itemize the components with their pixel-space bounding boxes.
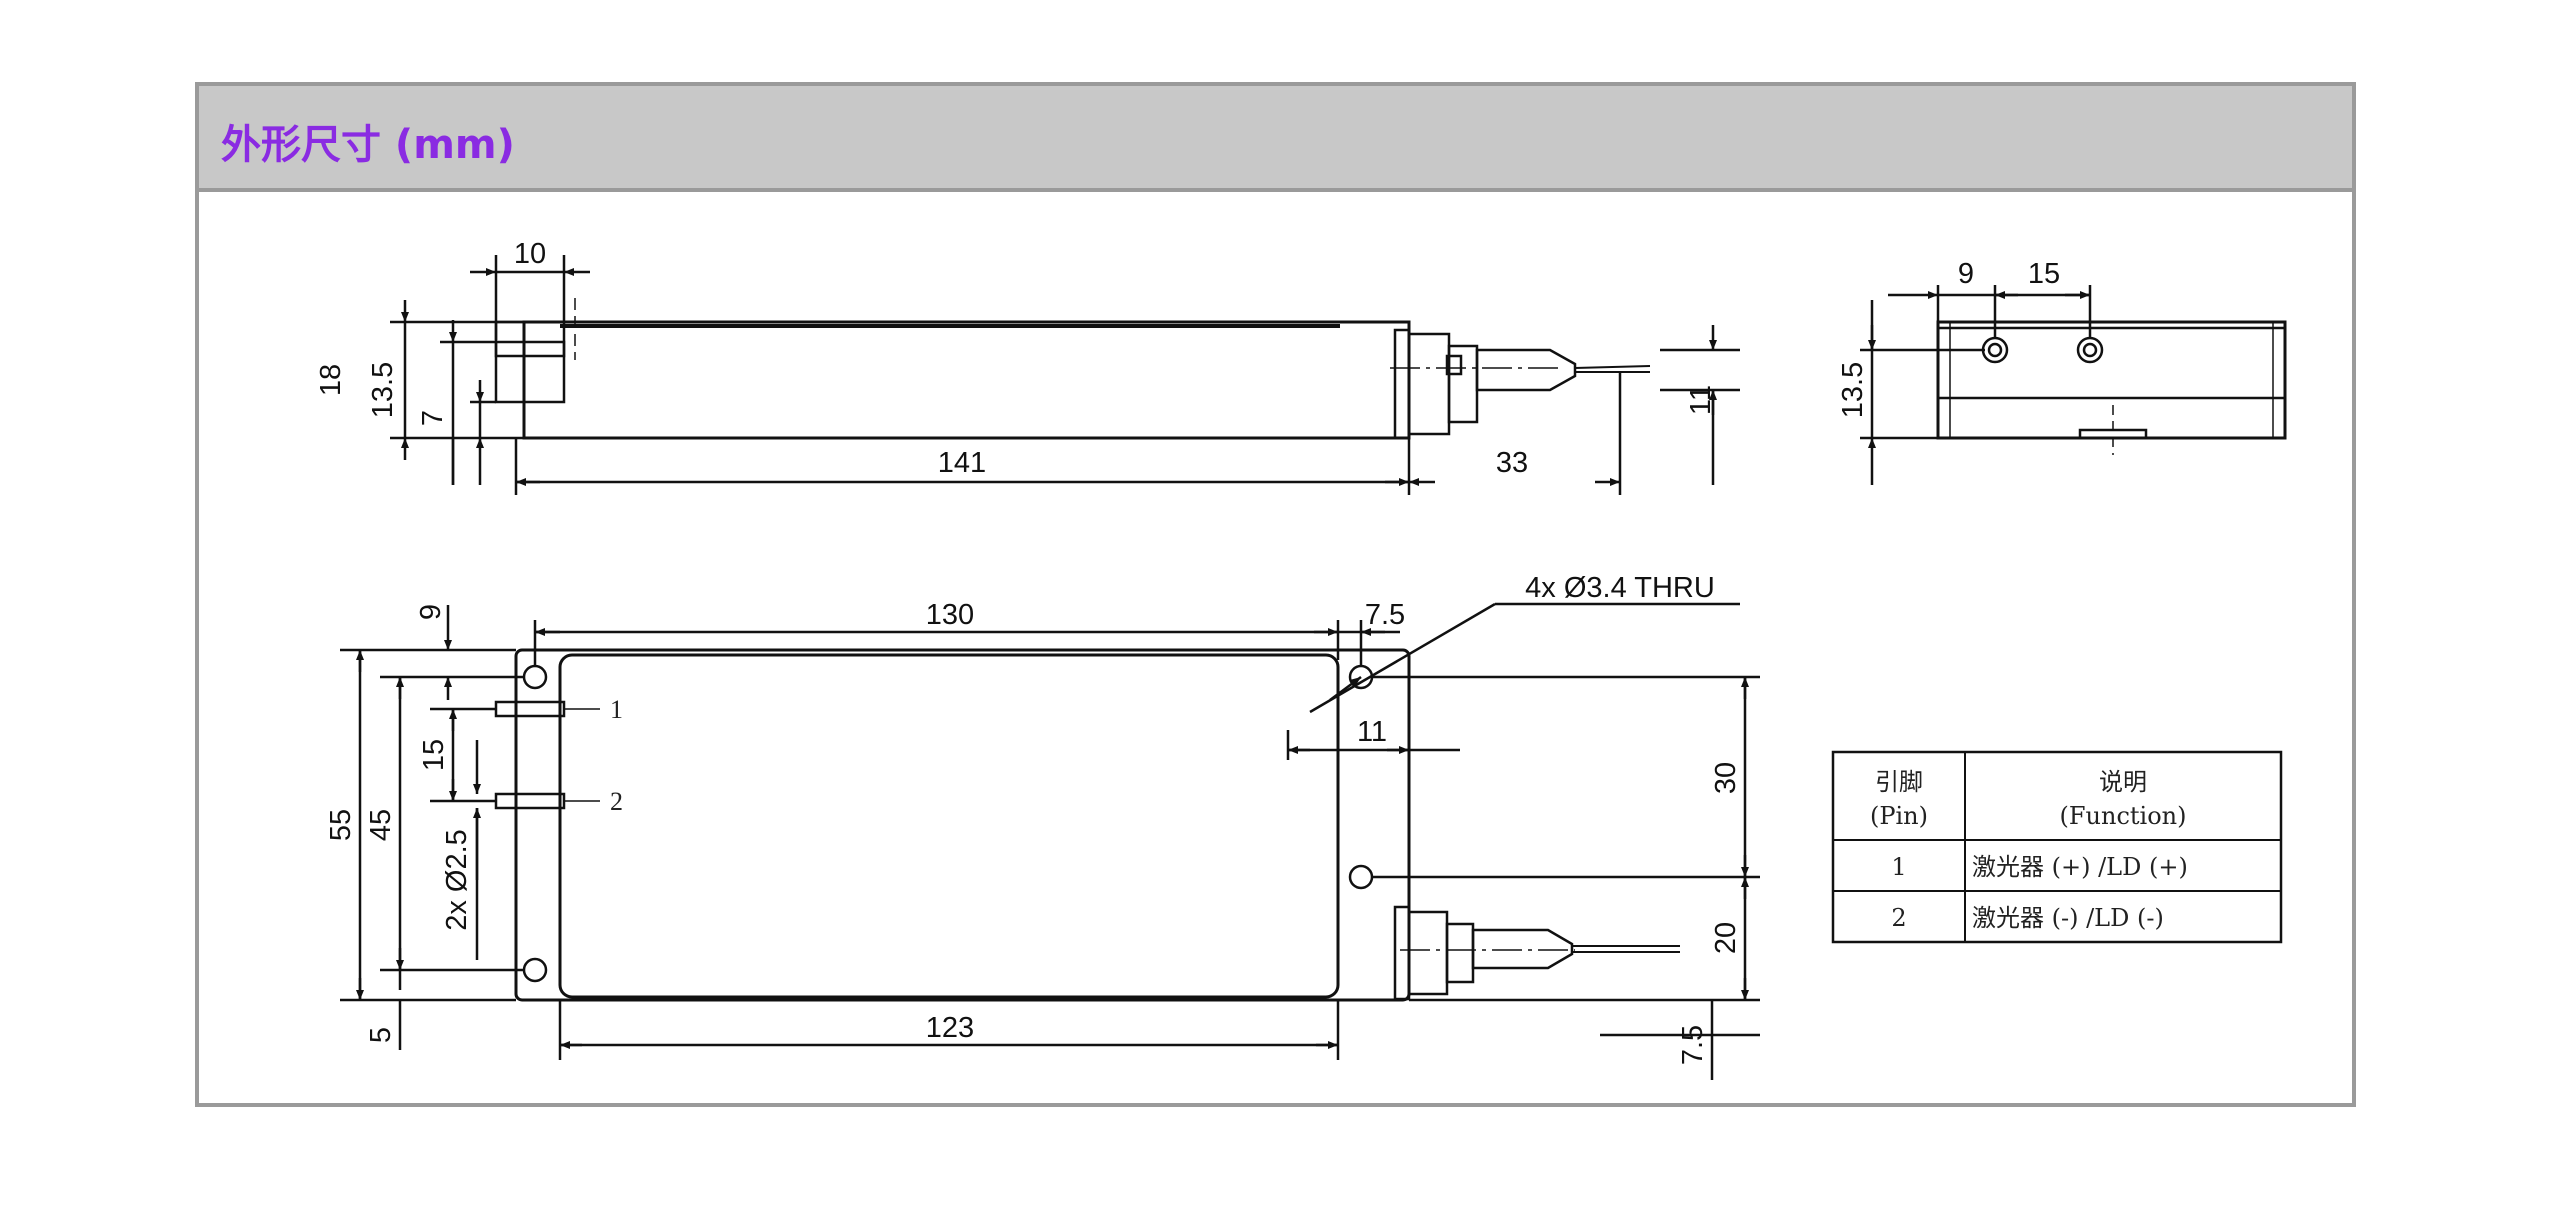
side-nut [1445, 354, 1463, 376]
dim-side-7: 7 [417, 410, 449, 426]
top-body [558, 653, 1340, 999]
table-cell-pin-1: 1 [1891, 853, 1906, 881]
table-cell-function-1: 激光器 (+) /LD (+) [1972, 853, 2188, 881]
top-view-dimensions: 9 130 7.5 4x Ø3.4 THRU 55 45 15 2x Ø2.5 … [325, 572, 1742, 1065]
dim-end-9: 9 [1958, 258, 1974, 290]
dim-top-11: 11 [1357, 716, 1387, 748]
dim-side-11: 11 [1685, 385, 1717, 415]
dim-side-141: 141 [938, 447, 986, 479]
table-header-function: 说明 [2099, 768, 2147, 796]
mount-hole-br [1348, 864, 1374, 890]
dim-top-20: 20 [1710, 922, 1742, 954]
dim-top-130: 130 [926, 599, 974, 631]
dim-top-9: 9 [415, 604, 447, 620]
top-view [340, 602, 1760, 1080]
dim-top-15: 15 [418, 739, 450, 771]
top-ferrule [1445, 922, 1475, 984]
table-cell-pin-2: 2 [1891, 904, 1906, 932]
side-boot [1475, 348, 1577, 392]
dim-side-18: 18 [315, 364, 347, 396]
side-ferrule [1447, 344, 1479, 424]
hole-callout: 4x Ø3.4 THRU [1525, 572, 1715, 604]
dim-top-7-5b: 7.5 [1677, 1025, 1709, 1065]
top-plate [1393, 905, 1411, 1001]
side-ferrule-base [1407, 332, 1451, 436]
pin-2-label: 2 [610, 787, 623, 816]
panel-title: 外形尺寸 (mm) [221, 122, 515, 168]
side-body [522, 320, 1411, 440]
dim-top-7-5: 7.5 [1365, 599, 1405, 631]
pin-table: 引脚 (Pin) 说明 (Function) 1 激光器 (+) /LD (+)… [1831, 750, 2283, 944]
top-pin-1 [494, 700, 566, 718]
side-view-dimensions: 10 18 13.5 7 141 33 11 [315, 238, 1717, 479]
dimensions-panel: 外形尺寸 (mm) [195, 82, 2356, 1107]
end-view-dimensions: 9 15 13.5 [1837, 258, 2060, 418]
dim-side-10: 10 [514, 238, 546, 270]
panel-header: 外形尺寸 (mm) [199, 86, 2352, 192]
pin-1-label: 1 [610, 695, 623, 724]
dim-pin-dia: 2x Ø2.5 [441, 829, 473, 931]
top-boot [1471, 928, 1574, 970]
dim-end-13-5: 13.5 [1837, 362, 1869, 418]
end-tab [2078, 428, 2148, 440]
top-flange [514, 648, 1411, 1002]
table-header-pin: 引脚 [1875, 768, 1923, 796]
dim-top-5: 5 [365, 1027, 397, 1043]
end-view [1860, 285, 2287, 485]
side-left-bracket [494, 320, 566, 404]
dim-side-33: 33 [1496, 447, 1528, 479]
mount-hole-bl [522, 957, 548, 983]
dim-top-55: 55 [325, 809, 357, 841]
side-plate [1393, 328, 1411, 440]
side-pin [494, 340, 566, 358]
dim-top-30: 30 [1710, 762, 1742, 794]
dim-top-123: 123 [926, 1012, 974, 1044]
mount-hole-tl [522, 664, 548, 690]
side-view [390, 255, 1740, 495]
table-cell-function-2: 激光器 (-) /LD (-) [1972, 904, 2164, 932]
dim-end-15: 15 [2028, 258, 2060, 290]
dim-top-45: 45 [365, 809, 397, 841]
top-ferrule-base [1407, 910, 1449, 996]
top-pin-2 [494, 792, 566, 810]
dim-side-13-5: 13.5 [367, 362, 399, 418]
table-header-pin-en: (Pin) [1870, 802, 1928, 830]
end-pin-2 [2076, 336, 2104, 364]
table-header-function-en: (Function) [2060, 802, 2187, 830]
end-pin-1 [1981, 336, 2009, 364]
